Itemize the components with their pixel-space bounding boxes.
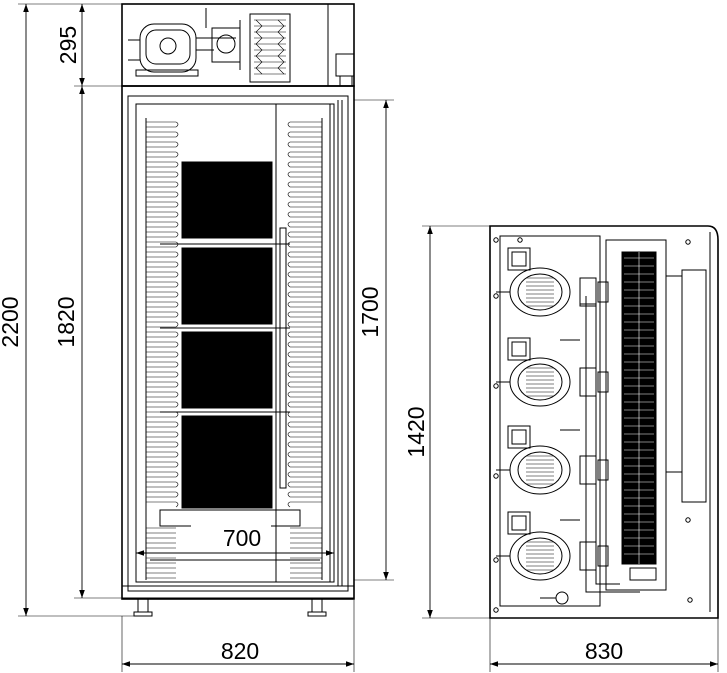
foot-left (137, 597, 149, 613)
dim-label-830: 830 (585, 638, 623, 664)
evaporator-fins-right (287, 118, 323, 580)
dim-label-700: 700 (223, 525, 261, 551)
tray (181, 331, 273, 409)
dimension-lines: 295 2200 1820 1700 700 820 830 1420 (0, 3, 719, 672)
dim-label-1820: 1820 (53, 296, 79, 347)
condenser-coil (249, 13, 291, 83)
tray (181, 415, 273, 509)
compressor-housing (121, 3, 355, 87)
front-view (121, 3, 355, 617)
side-electrical-strip (665, 275, 683, 473)
evaporator-fins-left (145, 118, 179, 580)
cabinet-body (121, 85, 355, 600)
compressor-unit (128, 8, 241, 77)
side-outline (489, 225, 719, 619)
dim-label-295: 295 (55, 26, 81, 64)
tray (181, 161, 273, 239)
dim-label-1420: 1420 (403, 406, 429, 457)
door-handle (279, 227, 287, 489)
dim-label-1700: 1700 (357, 286, 383, 337)
dim-label-2200: 2200 (0, 296, 23, 347)
side-view (489, 225, 719, 619)
side-compressor-stack (496, 247, 609, 581)
dim-label-820: 820 (221, 638, 259, 664)
tray-stack (160, 161, 290, 509)
foot-right (311, 597, 323, 613)
tray (181, 247, 273, 325)
